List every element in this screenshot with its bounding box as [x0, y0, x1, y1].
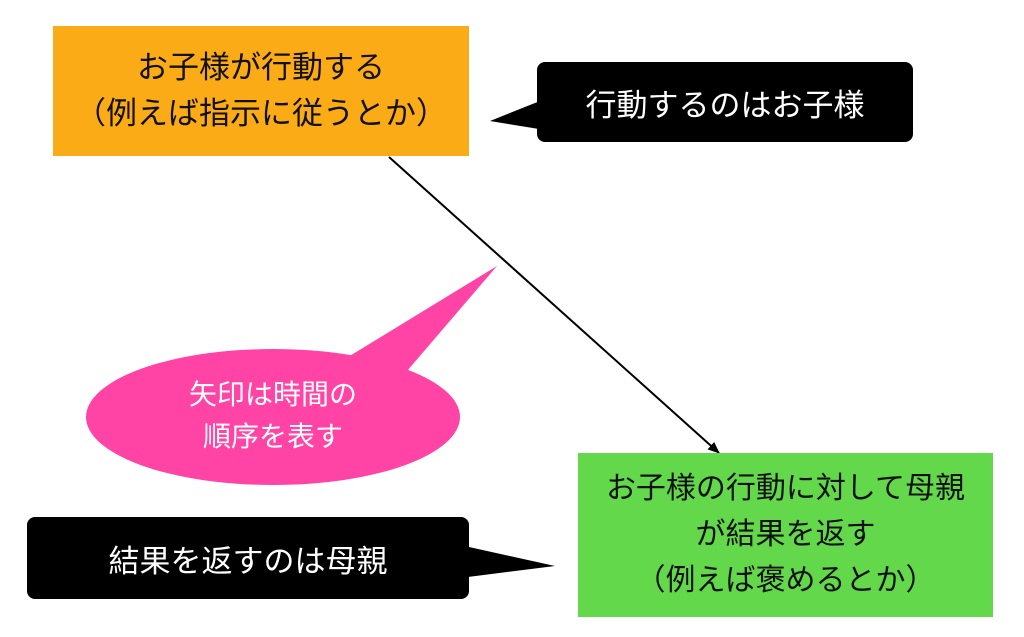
time-note-text: 矢印は時間の 順序を表す [89, 350, 457, 482]
callout-child-tail [490, 99, 545, 130]
callout-mother-tail [460, 545, 555, 578]
callout-child-text: 行動するのはお子様 [585, 87, 865, 124]
callout-child-actor: 行動するのはお子様 [537, 62, 913, 142]
time-note-ellipse [86, 349, 460, 485]
callout-mother-actor: 結果を返すのは母親 [27, 517, 469, 599]
time-note-line-1: 矢印は時間の [188, 378, 357, 411]
mother-response-line-3: （例えば褒めるとか） [635, 563, 936, 598]
mother-response-box: お子様の行動に対して母親 が結果を返す （例えば褒めるとか） [578, 453, 993, 617]
child-action-line-1: お子様が行動する [137, 50, 385, 86]
child-action-line-2: （例えば指示に従うとか） [75, 96, 447, 132]
callout-mother-text: 結果を返すのは母親 [108, 543, 388, 580]
mother-response-line-1: お子様の行動に対して母親 [605, 471, 966, 506]
time-arrow [388, 156, 720, 454]
child-action-box: お子様が行動する （例えば指示に従うとか） [53, 26, 469, 156]
time-note-bubble [86, 266, 497, 485]
time-note-line-2: 順序を表す [202, 420, 343, 453]
mother-response-line-2: が結果を返す [695, 517, 876, 552]
time-note-bubble-tail [330, 266, 497, 385]
